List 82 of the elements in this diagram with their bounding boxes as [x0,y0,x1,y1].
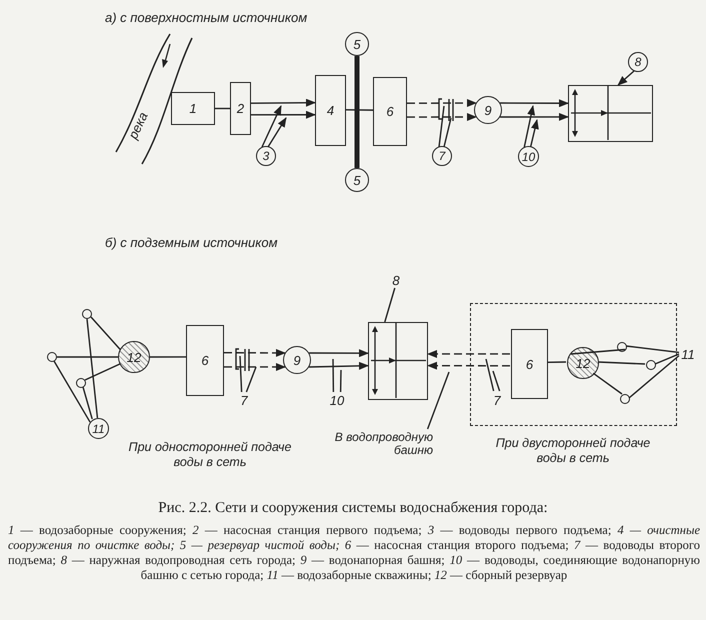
pipe-line [592,372,622,395]
process-box: 6 [511,329,548,399]
leader-line [82,386,93,420]
figure-caption: Рис. 2.2. Сети и сооружения системы водоснабжения города: [157,500,549,517]
leader-line [261,105,282,148]
pipe-line [215,108,230,110]
well-circle [620,394,630,404]
pipe-arrow [251,110,316,119]
leader-line [524,105,536,148]
reservoir-circle: 12 [118,341,150,373]
pipe-arrow [224,348,286,357]
leader-line [626,345,680,354]
pipe-line [598,361,646,365]
callout-number: 10 [518,146,539,167]
pipe-line [346,109,373,111]
leader-line [530,119,539,148]
leader-line [654,353,680,365]
tower-circle: 9 [283,346,311,374]
well-circle [47,352,57,362]
pipe-arrow [309,362,369,370]
well-circle [646,360,656,370]
tower-circle: 5 [345,32,369,56]
callout-number: 8 [628,52,648,72]
callout-number: 7 [432,146,452,166]
leader-line [239,356,242,392]
reservoir-circle: 12 [567,347,599,379]
callout-number: 8 [390,272,402,288]
city-network-box [568,85,653,142]
leader-text: В водопроводную башню [325,429,433,459]
well-circle [76,378,86,388]
process-box: 2 [230,82,251,135]
section-heading: б) с подземным источником [105,235,279,250]
leader-line [628,355,680,399]
leader-line [438,106,445,148]
pipe-arrow [500,99,569,108]
scheme-caption: При односторонней подаче воды в сеть [128,440,292,470]
leader-line [332,359,334,392]
leader-line [426,372,450,430]
pipe-line [570,348,626,355]
callout-number: 11 [679,346,697,362]
pipe-line [84,362,122,381]
leader-line [617,70,634,86]
pipe-line [150,356,186,358]
leader-line [340,370,342,392]
pipe-line [354,56,360,168]
leader-line [53,360,91,423]
callout-number: 10 [328,392,346,408]
pipe-arrow [407,99,477,108]
leader-line [86,318,98,418]
leader-line [492,370,500,392]
tower-circle: 5 [345,168,369,192]
scheme-caption: При двусторонней подаче воды в сеть [494,436,652,466]
pipe-arrow [407,113,477,121]
leader-line [267,117,287,148]
pipe-arrow [500,112,569,121]
well-circle [82,309,92,319]
pipe-arrow [427,350,510,358]
pipe-arrow [309,349,369,358]
process-box: 6 [186,325,224,396]
process-box: 1 [171,92,215,125]
leader-line [443,118,452,148]
pipe-arrow [224,362,286,371]
callout-number: 3 [256,146,276,166]
pipe-arrow [251,98,316,107]
river-label: река [125,110,151,142]
leader-line [384,288,396,322]
callout-number: 11 [88,418,109,439]
callout-number: 7 [491,392,503,408]
pipe-line [90,316,122,352]
leader-line [485,358,494,392]
process-box: 6 [373,77,407,146]
dashed-boundary [470,303,677,426]
leader-line [246,366,257,392]
city-network-box [368,322,428,400]
pipe-arrow [427,362,510,370]
pipe-line [546,361,566,363]
pipe-line [57,356,118,358]
callout-number: 7 [238,392,250,408]
tower-circle: 9 [474,96,502,124]
legend-text: 1 — водозаборные сооружения; 2 — насосная станция первого подъема; 3 — водоводы первого подъема; 4 — очистные сооружения по очистке воды; 5 — резервуар чистой воды; 6 — насосная станция второго подъема; 7 — водоводы второго подъема; 8 — наружная водопроводная сеть города; 9 — водонапорная башня; 10 — водоводы, соединяющие водонапорную башню с сетью города; 11 — водозаборные скважины; 12 — сборный резервуар [8,523,700,583]
process-box: 4 [315,75,346,146]
section-heading: а) с поверхностным источником [105,10,308,25]
